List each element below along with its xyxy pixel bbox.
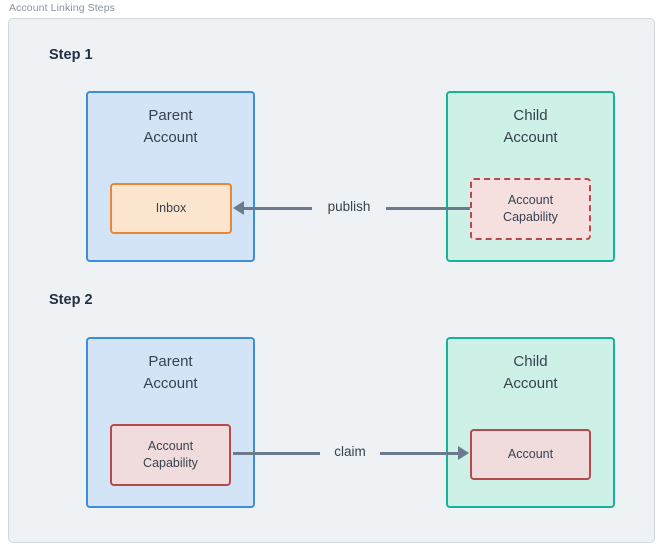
step-2-arrow-segment-left — [233, 452, 320, 455]
step-2-child-title-line-2: Account — [503, 374, 558, 392]
step-1-arrow-label: publish — [327, 199, 371, 214]
step-1-parent-account-title: Parent Account — [88, 105, 253, 149]
step-1-child-title-line-1: Child — [513, 107, 548, 124]
step-2-parent-title-line-2: Account — [143, 374, 198, 392]
step-1-inbox-label: Inbox — [155, 201, 187, 216]
step-2-child-account: Child Account — [446, 337, 615, 508]
step-1-capability-label-line-1: Account — [507, 193, 554, 208]
step-1-capability-label-line-2: Capability — [503, 210, 558, 224]
step-2-arrow-label: claim — [334, 444, 366, 459]
step-2-capability-label-line-2: Capability — [143, 456, 198, 470]
step-1-account-capability-box: Account Capability — [470, 178, 591, 240]
step-1-parent-title-line-1: Parent — [148, 107, 193, 124]
step-1-parent-title-line-2: Account — [143, 128, 198, 146]
step-2-capability-label-line-1: Account — [147, 439, 194, 454]
step-1-child-title-line-2: Account — [503, 128, 558, 146]
step-2-arrow-segment-right — [380, 452, 458, 455]
step-1-arrow-head — [233, 201, 244, 215]
step-1-parent-account: Parent Account — [86, 91, 255, 262]
step-2-arrow-head — [458, 446, 469, 460]
step-2-heading: Step 2 — [49, 292, 93, 308]
step-1-child-account-title: Child Account — [448, 105, 613, 149]
step-1-arrow-segment-right — [386, 207, 470, 210]
step-2-account-label: Account — [507, 447, 554, 462]
step-2-child-title-line-1: Child — [513, 353, 548, 370]
step-1-arrow-segment-left — [244, 207, 312, 210]
step-2-account-capability-box: Account Capability — [110, 424, 231, 486]
step-1-heading: Step 1 — [49, 47, 93, 63]
panel-title: Account Linking Steps — [9, 2, 115, 14]
step-2-child-account-title: Child Account — [448, 351, 613, 395]
step-1-inbox-box: Inbox — [110, 183, 232, 234]
step-2-parent-account-title: Parent Account — [88, 351, 253, 395]
step-2-account-box: Account — [470, 429, 591, 480]
step-2-parent-title-line-1: Parent — [148, 353, 193, 370]
